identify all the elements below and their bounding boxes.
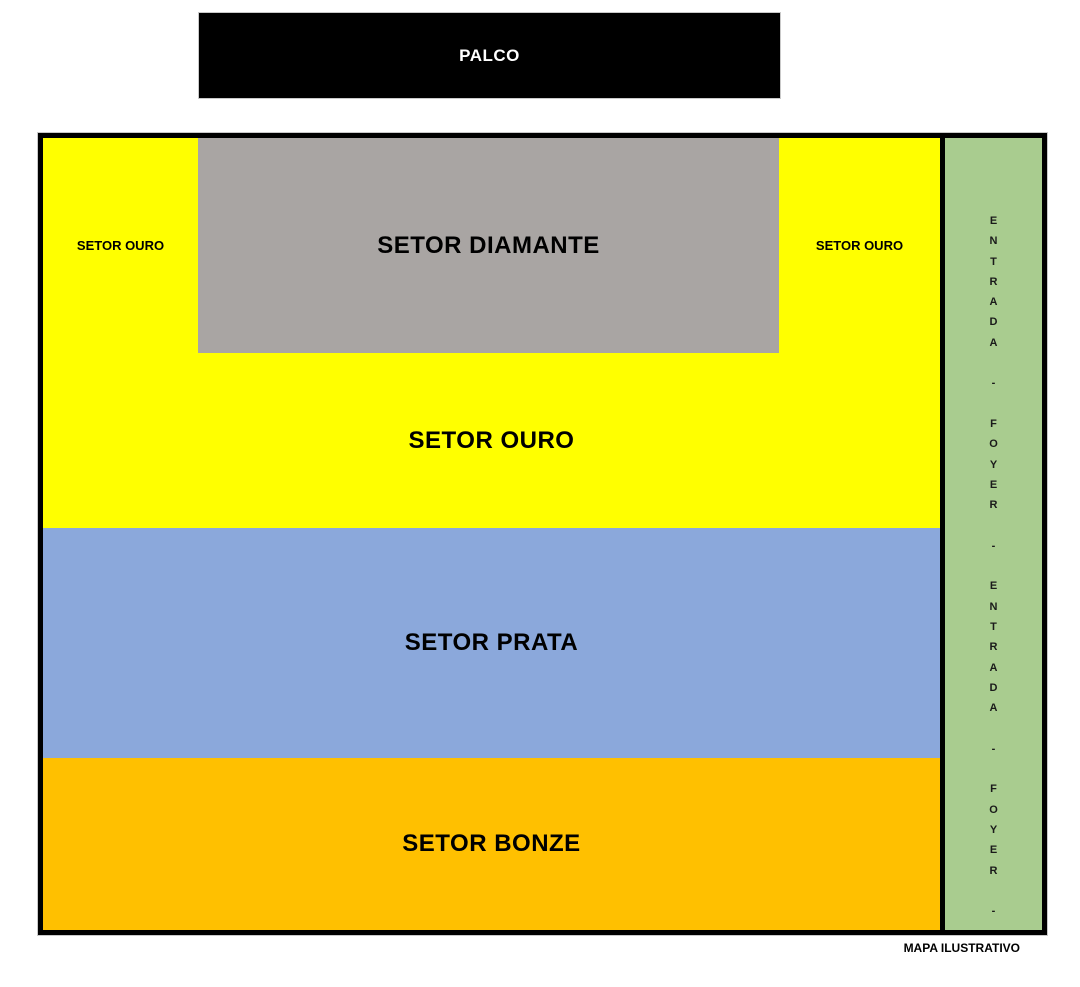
sector-ouro-left-label: SETOR OURO: [76, 238, 165, 253]
entrance-vertical-char: Y: [989, 823, 998, 836]
entrance-vertical-char: T: [990, 255, 997, 268]
entrance-vertical-char: [989, 353, 998, 373]
sector-ouro-main-label: SETOR OURO: [408, 426, 575, 454]
entrance-vertical-char: R: [989, 641, 998, 654]
entrance-vertical-char: T: [990, 620, 997, 633]
sector-ouro-main: SETOR OURO: [43, 353, 940, 528]
map-note: MAPA ILUSTRATIVO: [903, 941, 1020, 955]
entrance-vertical-char: O: [989, 438, 998, 451]
sector-ouro-right-label: SETOR OURO: [815, 238, 904, 253]
entrance-vertical-char: R: [989, 275, 998, 288]
sector-ouro-right: SETOR OURO: [779, 138, 940, 353]
sector-prata-label: SETOR PRATA: [404, 629, 579, 656]
entrance-vertical-char: E: [989, 478, 998, 491]
stage-palco: PALCO: [198, 12, 781, 99]
entrance-vertical-char: -: [991, 377, 996, 390]
sectors-area: SETOR OURO SETOR DIAMANTE SETOR OURO SET…: [43, 138, 940, 930]
entrance-vertical-char: [989, 881, 998, 901]
sector-ouro-left: SETOR OURO: [43, 138, 198, 353]
entrance-vertical-char: [989, 718, 998, 738]
entrance-vertical-char: R: [989, 864, 998, 877]
entrance-vertical-char: [989, 515, 998, 535]
entrance-vertical-char: O: [989, 803, 998, 816]
entrance-vertical-char: [989, 394, 998, 414]
sector-diamante: SETOR DIAMANTE: [198, 138, 779, 353]
sector-bonze: SETOR BONZE: [43, 758, 940, 930]
entrance-vertical-char: F: [990, 783, 997, 796]
entrance-vertical-char: E: [989, 215, 998, 227]
entrance-vertical-char: D: [989, 681, 998, 694]
entrance-vertical-char: E: [989, 844, 998, 857]
entrance-vertical-char: A: [989, 702, 998, 715]
entrance-vertical-char: Y: [989, 458, 998, 471]
top-row: SETOR OURO SETOR DIAMANTE SETOR OURO: [43, 138, 940, 353]
entrance-vertical-char: F: [990, 417, 997, 430]
entrance-vertical-char: A: [989, 296, 998, 309]
sector-diamante-label: SETOR DIAMANTE: [377, 231, 600, 259]
entrance-vertical-char: -: [991, 905, 996, 918]
sector-prata: SETOR PRATA: [43, 528, 940, 758]
entrance-vertical-char: A: [989, 336, 998, 349]
entrance-vertical-char: R: [989, 499, 998, 512]
entrance-vertical-char: [989, 556, 998, 576]
entrance-vertical-char: N: [989, 235, 998, 248]
sector-bonze-label: SETOR BONZE: [402, 830, 581, 857]
entrance-vertical-char: [989, 759, 998, 779]
entrance-vertical-char: -: [991, 539, 996, 552]
entrance-vertical-char: E: [989, 580, 998, 593]
entrance-vertical-char: A: [989, 661, 998, 674]
stage-label: PALCO: [459, 45, 520, 65]
entrance-vertical-char: N: [989, 600, 998, 613]
map-container: SETOR OURO SETOR DIAMANTE SETOR OURO SET…: [37, 132, 1048, 936]
entrance-vertical-char: -: [991, 742, 996, 755]
entrance-vertical-char: D: [989, 316, 998, 329]
